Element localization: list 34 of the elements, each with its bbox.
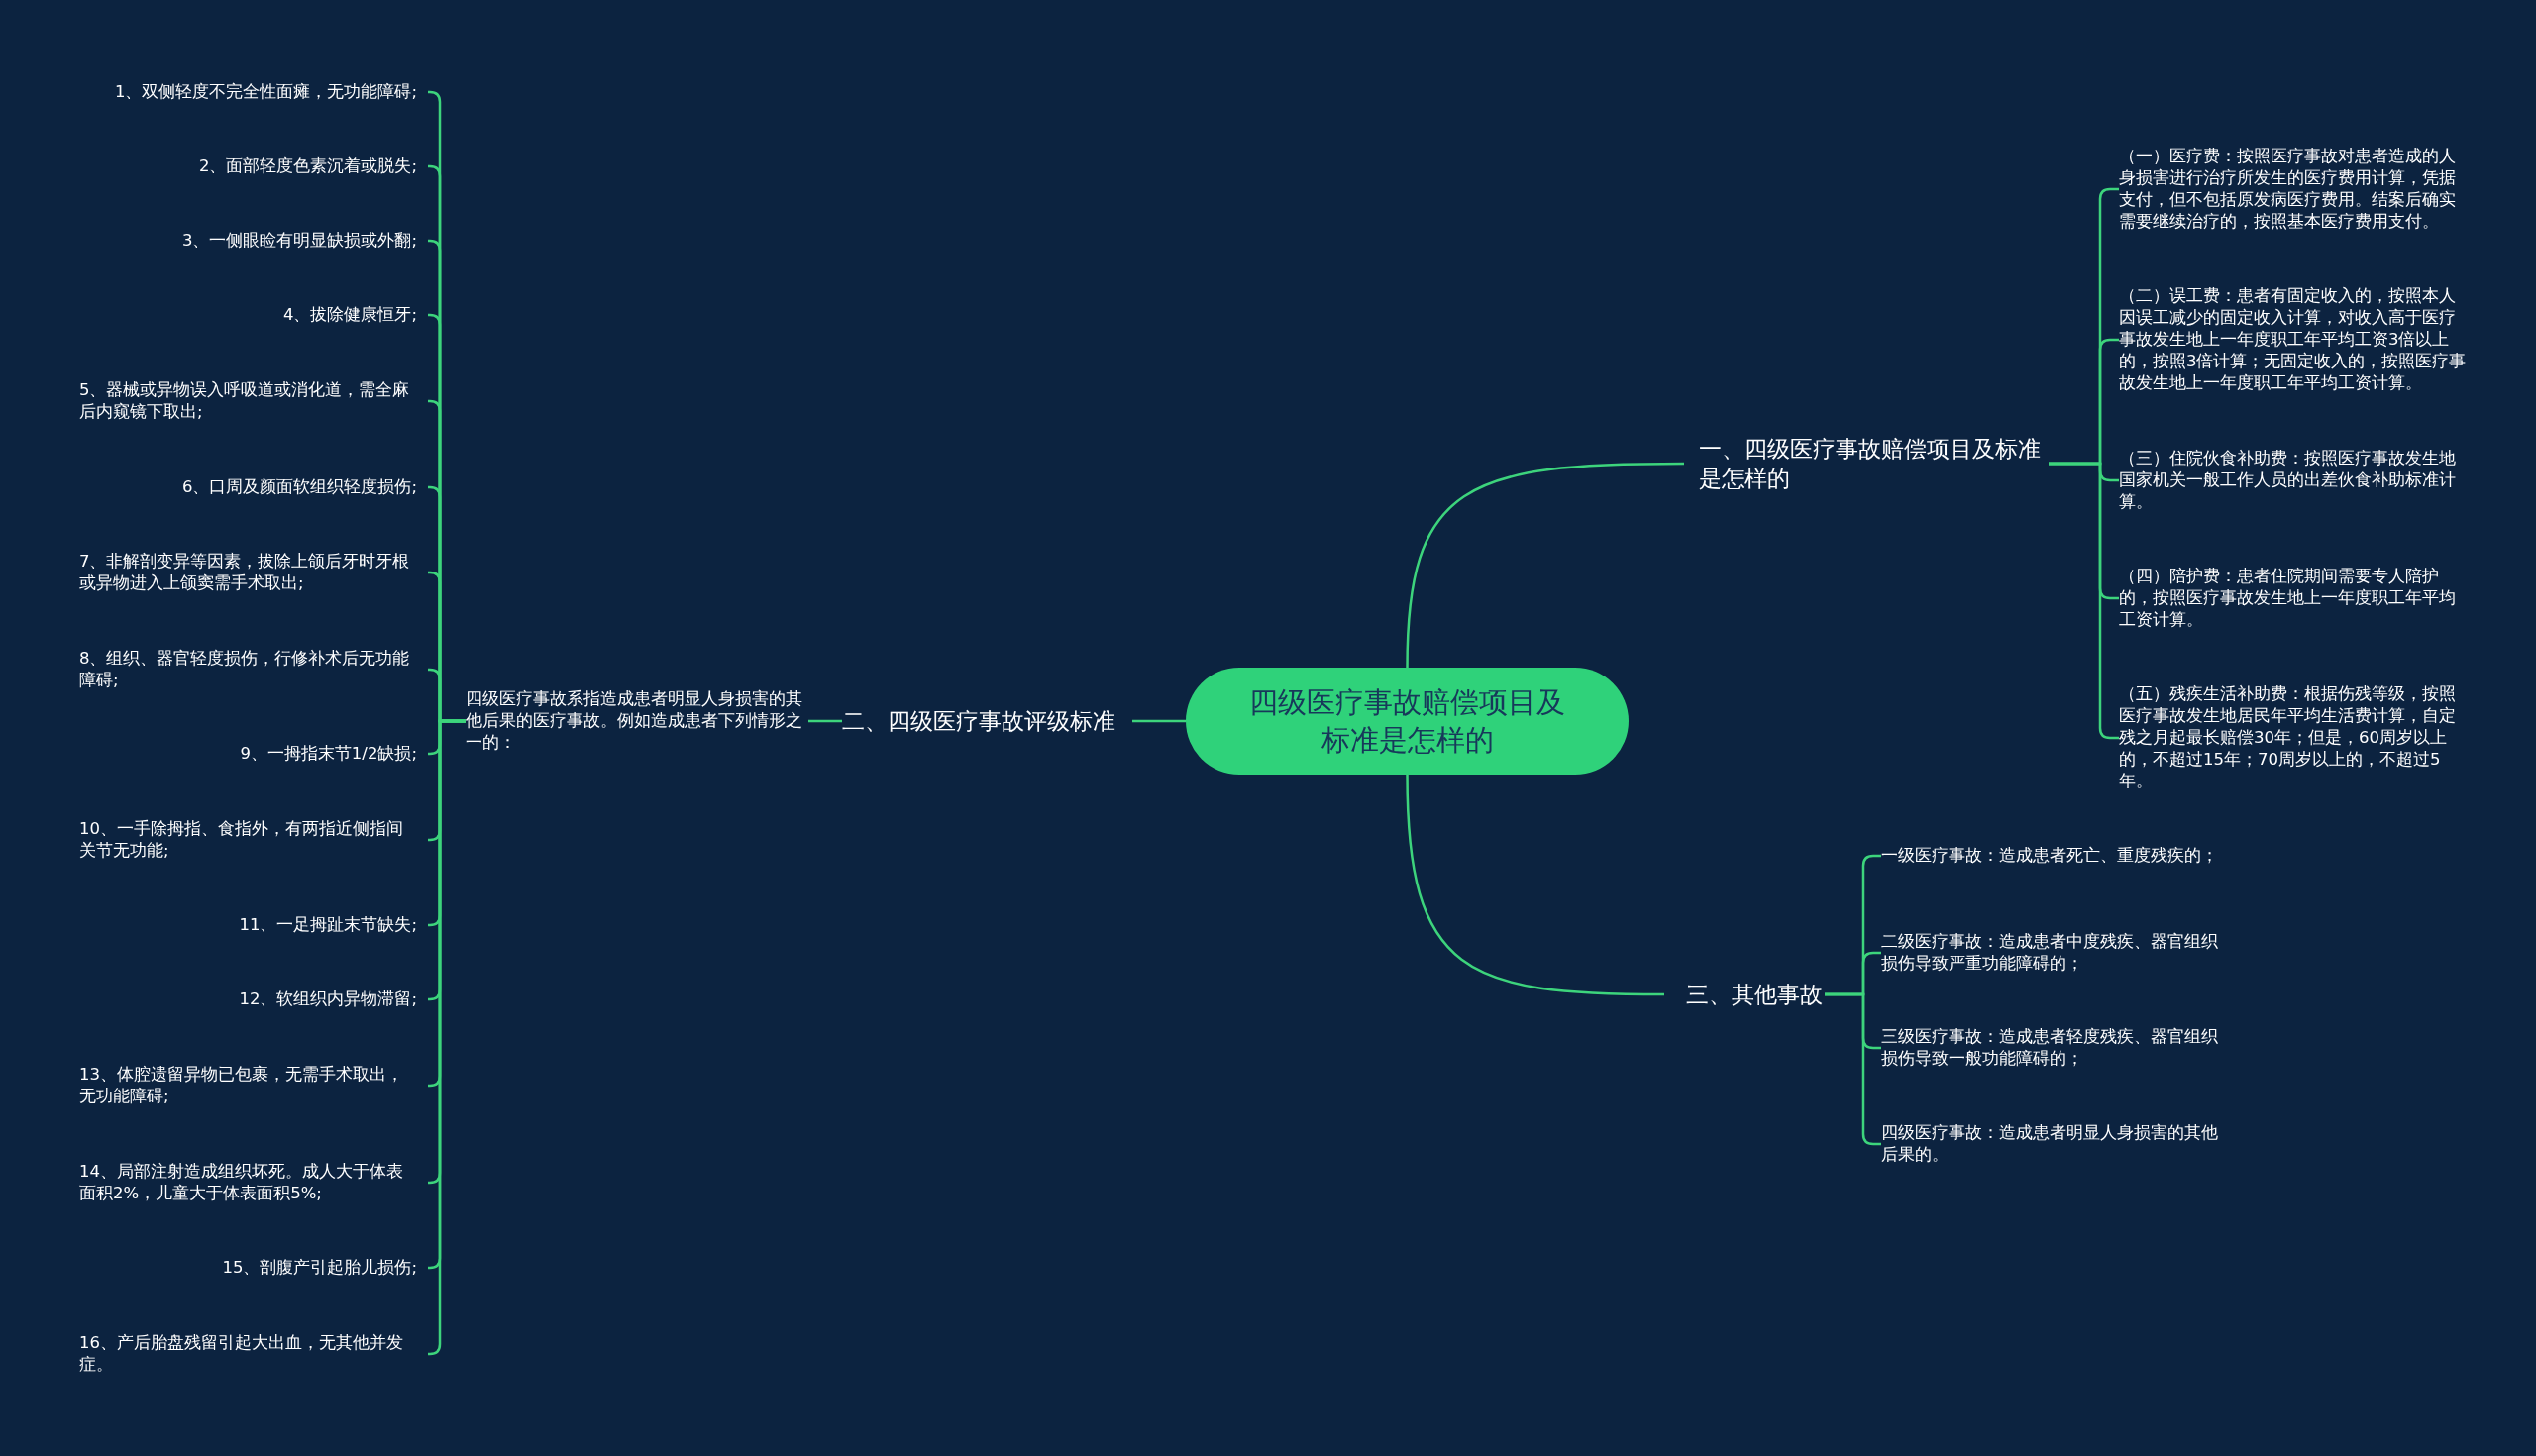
list-item-text: 1、双侧轻度不完全性面瘫，无功能障碍; xyxy=(79,81,428,103)
list-item-text: 13、体腔遗留异物已包裹，无需手术取出，无功能障碍; xyxy=(79,1064,428,1107)
list-item-text: 4、拔除健康恒牙; xyxy=(79,304,428,326)
list-item-text: 14、局部注射造成组织坏死。成人大于体表面积2%，儿童大于体表面积5%; xyxy=(79,1161,428,1204)
list-item-text: （一）医疗费：按照医疗事故对患者造成的人身损害进行治疗所发生的医疗费用计算，凭据支付，但不包括原发病医疗费用。结案后确实需要继续治疗的，按照基本医疗费用支付。 xyxy=(2119,146,2472,233)
list-item-text: （三）住院伙食补助费：按照医疗事故发生地国家机关一般工作人员的出差伙食补助标准计算。 xyxy=(2119,448,2472,513)
connector-line xyxy=(1132,719,1186,723)
list-item-text: 16、产后胎盘残留引起大出血，无其他并发症。 xyxy=(79,1332,428,1376)
list-item-text: 11、一足拇趾末节缺失; xyxy=(79,914,428,936)
list-item-text: 三级医疗事故：造成患者轻度残疾、器官组织损伤导致一般功能障碍的； xyxy=(1881,1026,2234,1070)
connector-line xyxy=(1406,774,1664,996)
list-item-text: 15、剖腹产引起胎儿损伤; xyxy=(79,1257,428,1279)
list-item-text: 二级医疗事故：造成患者中度残疾、器官组织损伤导致严重功能障碍的； xyxy=(1881,931,2234,975)
list-item-text: 12、软组织内异物滞留; xyxy=(79,988,428,1010)
branch-heading: 三、其他事故 xyxy=(1664,980,1825,1009)
list-item-text: 一级医疗事故：造成患者死亡、重度残疾的； xyxy=(1881,845,2234,867)
list-item-text: 8、组织、器官轻度损伤，行修补术后无功能障碍; xyxy=(79,648,428,691)
list-item-text: 2、面部轻度色素沉着或脱失; xyxy=(79,156,428,177)
list-item-text: 四级医疗事故：造成患者明显人身损害的其他后果的。 xyxy=(1881,1122,2234,1166)
central-topic-box: 四级医疗事故赔偿项目及标准是怎样的 xyxy=(1186,668,1629,775)
list-item-text: 5、器械或异物误入呼吸道或消化道，需全麻后内窥镜下取出; xyxy=(79,379,428,423)
list-item-text: 3、一侧眼睑有明显缺损或外翻; xyxy=(79,230,428,252)
list-item-text: （五）残疾生活补助费：根据伤残等级，按照医疗事故发生地居民年平均生活费计算，自定残之月起最长赔偿30年；但是，60周岁以上的，不超过15年；70周岁以上的，不超过5年。 xyxy=(2119,683,2472,792)
list-item-text: 10、一手除拇指、食指外，有两指近侧指间关节无功能; xyxy=(79,818,428,862)
branch-heading: 二、四级医疗事故评级标准 xyxy=(842,706,1132,736)
list-item-text: 7、非解剖变异等因素，拔除上颌后牙时牙根或异物进入上颌窦需手术取出; xyxy=(79,551,428,594)
description-text: 四级医疗事故系指造成患者明显人身损害的其他后果的医疗事故。例如造成患者下列情形之一的： xyxy=(466,688,808,754)
branch-heading: 一、四级医疗事故赔偿项目及标准是怎样的 xyxy=(1684,434,2049,493)
connector-line xyxy=(808,719,842,723)
list-item-text: （四）陪护费：患者住院期间需要专人陪护的，按照医疗事故发生地上一年度职工年平均工资计算。 xyxy=(2119,566,2472,631)
list-item-text: （二）误工费：患者有固定收入的，按照本人因误工减少的固定收入计算，对收入高于医疗事故发生地上一年度职工年平均工资3倍以上的，按照3倍计算；无固定收入的，按照医疗事故发生地上一年度职工年平均工资计算。 xyxy=(2119,285,2472,394)
list-item-text: 9、一拇指末节1/2缺损; xyxy=(79,743,428,765)
connector-line xyxy=(1406,462,1684,669)
list-item-text: 6、口周及颜面软组织轻度损伤; xyxy=(79,476,428,498)
